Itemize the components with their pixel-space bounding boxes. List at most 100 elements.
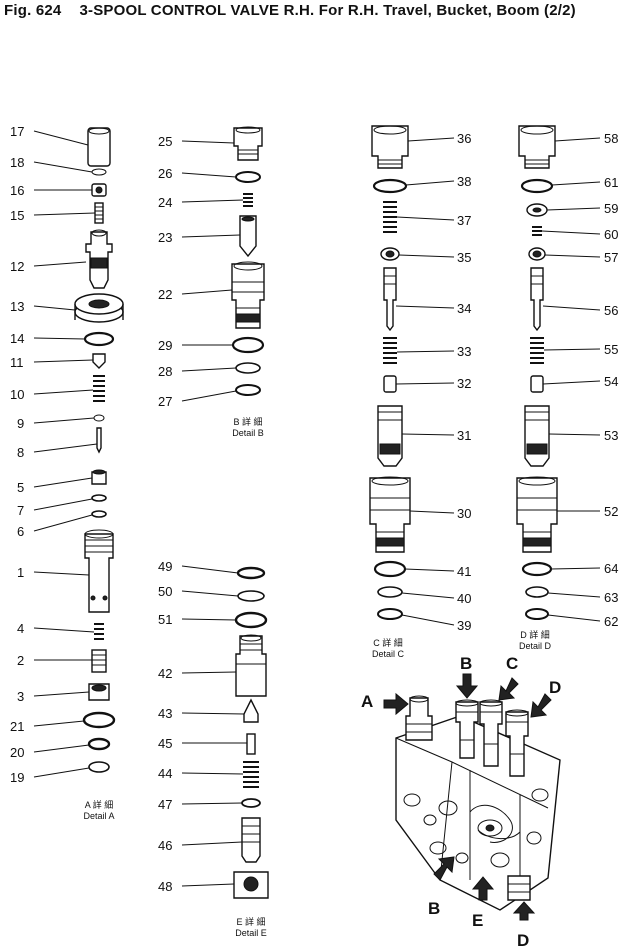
callout-5: 5 [17, 480, 24, 495]
part-1-housing [84, 533, 114, 613]
callout-50: 50 [158, 584, 172, 599]
part-56-spool [530, 267, 544, 332]
callout-13: 13 [10, 299, 24, 314]
detail-c-label: Detail C [372, 649, 405, 659]
marker-d-top: D [549, 678, 561, 697]
part-7-ring [91, 494, 107, 502]
callout-64: 64 [604, 561, 618, 576]
callout-46: 46 [158, 838, 172, 853]
callout-53: 53 [604, 428, 618, 443]
callout-63: 63 [604, 590, 618, 605]
callout-21: 21 [10, 719, 24, 734]
callout-1: 1 [17, 565, 24, 580]
figure-number: Fig. 624 [4, 2, 62, 19]
part-61-ring [520, 178, 554, 194]
part-24-spring [243, 193, 253, 207]
part-63-ring [525, 586, 549, 598]
detail-e-jp: E 詳 細 [236, 916, 265, 927]
part-55-spring [530, 337, 544, 364]
marker-b-bottom: B [428, 899, 440, 918]
callout-29: 29 [158, 338, 172, 353]
callout-49: 49 [158, 559, 172, 574]
callout-57: 57 [604, 250, 618, 265]
part-33-spring [383, 337, 397, 364]
callout-37: 37 [457, 213, 471, 228]
part-32-plunger [383, 375, 397, 393]
callout-17: 17 [10, 124, 24, 139]
callout-31: 31 [457, 428, 471, 443]
callout-61: 61 [604, 175, 618, 190]
detail-c-jp: C 詳 細 [373, 637, 403, 648]
detail-b-label: Detail B [232, 428, 264, 438]
part-46-sleeve [241, 817, 261, 863]
callout-16: 16 [10, 183, 24, 198]
callout-36: 36 [457, 131, 471, 146]
part-49-ring [236, 566, 266, 580]
callout-28: 28 [158, 364, 172, 379]
detail-d-jp: D 詳 細 [520, 629, 550, 640]
callout-32: 32 [457, 376, 471, 391]
part-42-body [235, 635, 267, 697]
callout-8: 8 [17, 445, 24, 460]
callout-3: 3 [17, 689, 24, 704]
callout-58: 58 [604, 131, 618, 146]
part-27-ring [235, 384, 261, 396]
part-37-spring [383, 201, 397, 233]
part-2-sleeve [91, 649, 107, 673]
part-58-plug [518, 125, 556, 169]
part-50-ring [237, 590, 265, 602]
callout-10: 10 [10, 387, 24, 402]
callout-18: 18 [10, 155, 24, 170]
callout-54: 54 [604, 374, 618, 389]
callout-14: 14 [10, 331, 24, 346]
callout-6: 6 [17, 524, 24, 539]
part-22-body [231, 263, 265, 329]
callout-38: 38 [457, 174, 471, 189]
callout-45: 45 [158, 736, 172, 751]
detail-b-column [231, 126, 265, 396]
callout-23: 23 [158, 230, 172, 245]
part-51-ring [234, 611, 268, 629]
part-10-spring [93, 375, 105, 402]
part-18-ring [91, 168, 107, 176]
part-41-ring [373, 560, 407, 578]
part-15-screw [94, 202, 104, 224]
marker-c: C [506, 654, 518, 673]
assembly-arrows [383, 673, 552, 921]
callout-44: 44 [158, 766, 172, 781]
part-45-pin [246, 733, 256, 755]
callout-11: 11 [10, 355, 24, 370]
callout-22: 22 [158, 287, 172, 302]
part-64-ring [521, 561, 553, 577]
callout-59: 59 [604, 201, 618, 216]
part-31-sleeve [377, 405, 403, 467]
marker-b-top: B [460, 654, 472, 673]
callout-19: 19 [10, 770, 24, 785]
part-54-plunger [530, 375, 544, 393]
detail-e-label: Detail E [235, 928, 267, 938]
callout-7: 7 [17, 503, 24, 518]
part-30-body [369, 477, 411, 553]
part-47-ring [241, 798, 261, 808]
callout-30: 30 [457, 506, 471, 521]
callout-60: 60 [604, 227, 618, 242]
part-23-poppet [239, 215, 257, 258]
part-26-ring [235, 171, 261, 183]
detail-a-label: Detail A [83, 811, 114, 821]
valve-assembly-drawing [395, 695, 561, 911]
marker-a: A [361, 692, 373, 711]
callout-51: 51 [158, 612, 172, 627]
part-36-plug [371, 125, 409, 169]
part-52-body [516, 477, 558, 553]
detail-a-jp: A 詳 細 [85, 799, 114, 810]
part-19-ring [88, 761, 110, 773]
detail-a-column [74, 127, 124, 773]
callout-20: 20 [10, 745, 24, 760]
callout-52: 52 [604, 504, 618, 519]
callout-12: 12 [10, 259, 24, 274]
detail-d-column [516, 125, 558, 620]
callout-48: 48 [158, 879, 172, 894]
callout-56: 56 [604, 303, 618, 318]
part-21-o-ring [82, 711, 116, 729]
